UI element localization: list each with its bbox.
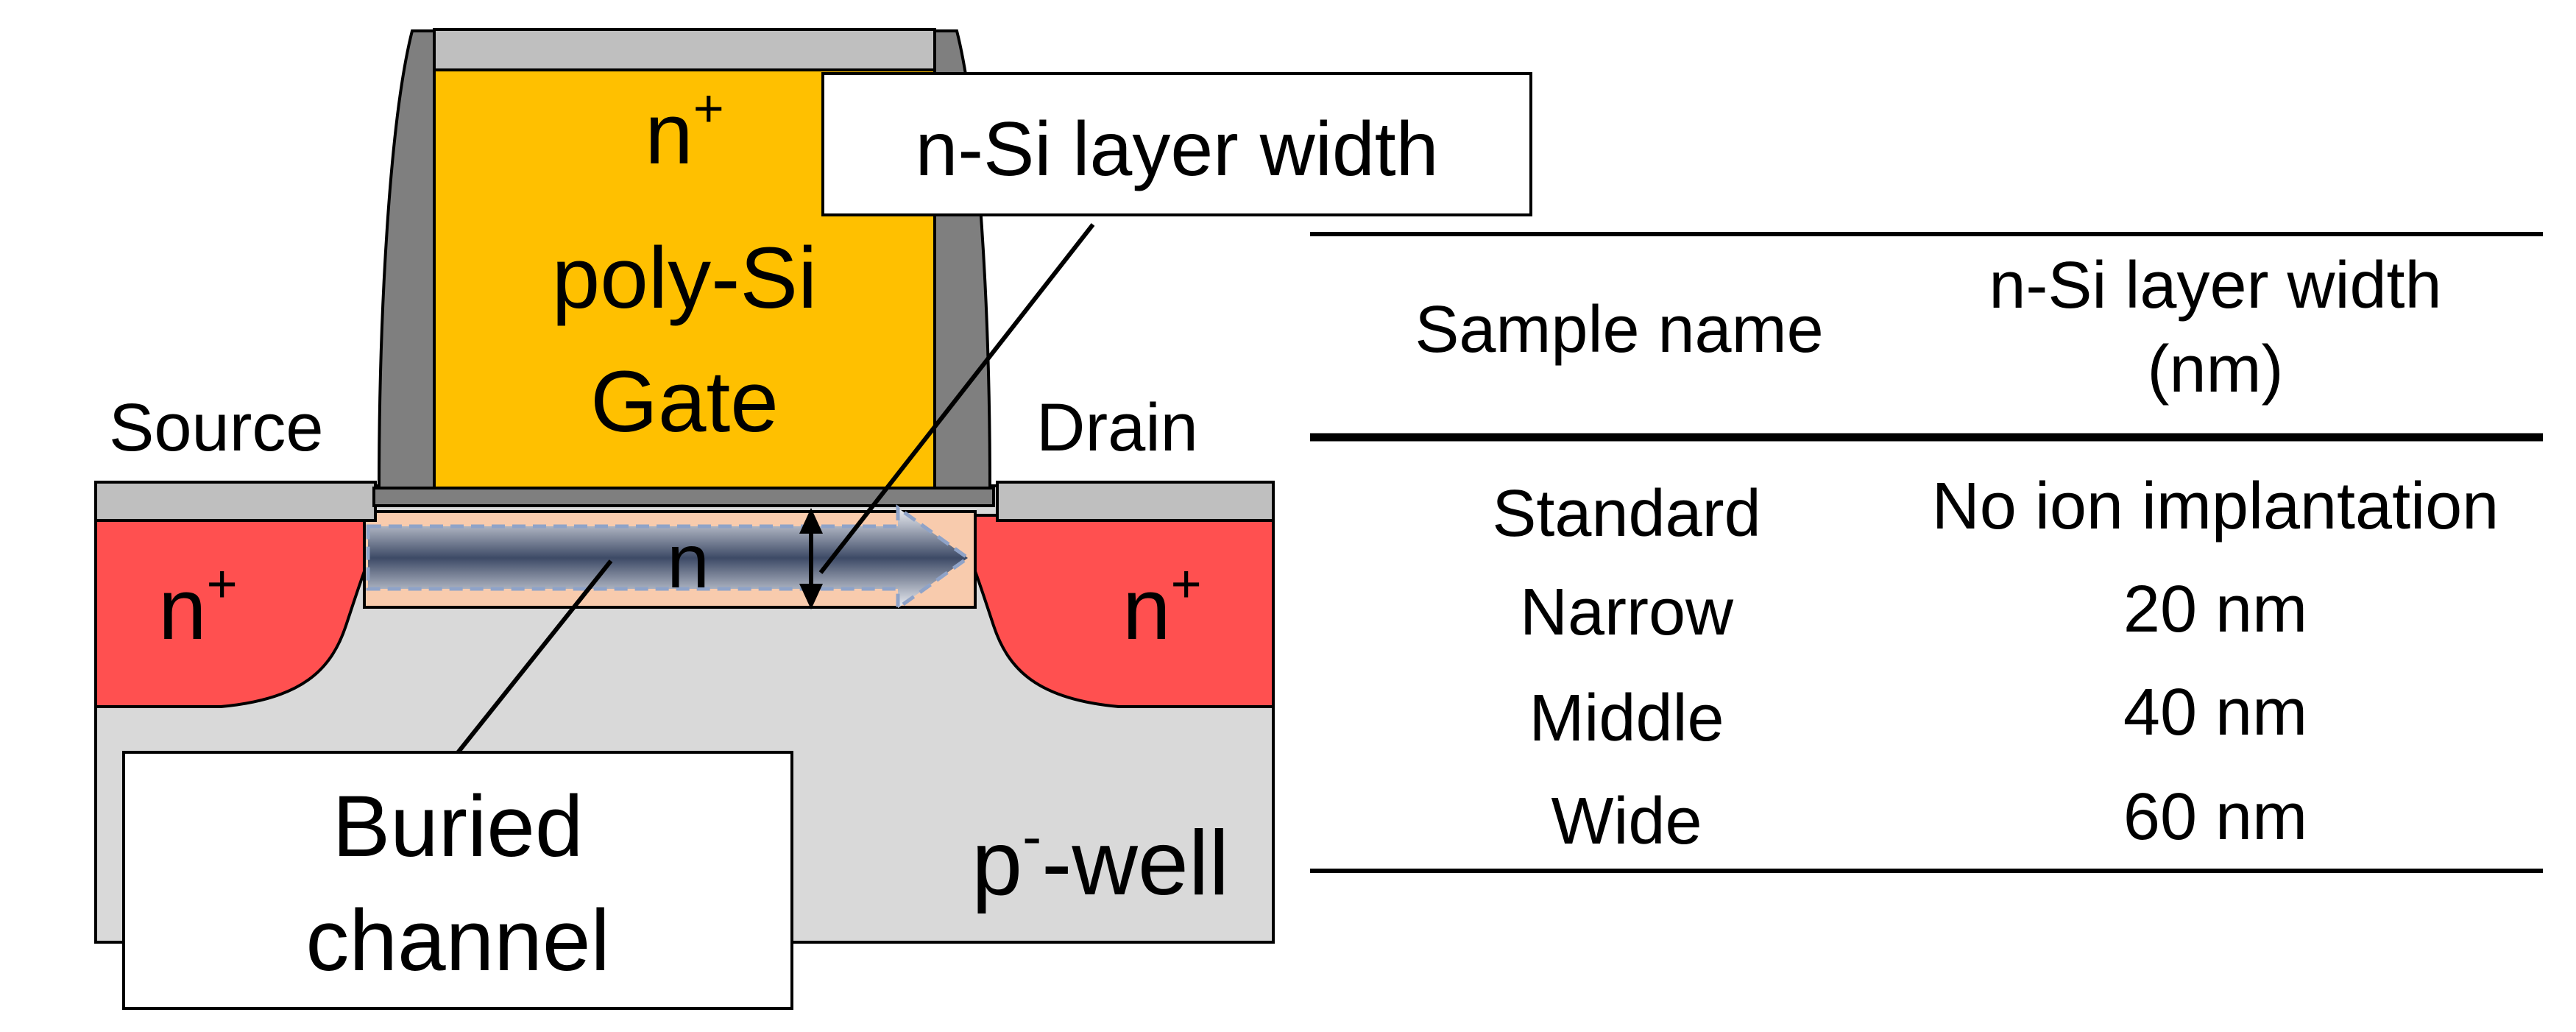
table-row: Narrow 20 nm [1520, 573, 2307, 649]
layer-width-dimension-arrow [799, 508, 823, 609]
n-channel-label: n [667, 519, 710, 604]
left-spacer [377, 29, 436, 490]
buried-callout-line2: channel [305, 892, 609, 989]
row-layer-width: 60 nm [2123, 780, 2307, 854]
width-callout-leader [818, 223, 1095, 574]
width-callout-box: n-Si layer width [821, 72, 1532, 216]
gate-oxide [372, 487, 995, 507]
table-header-sample-name: Sample name [1415, 293, 1823, 367]
device-cross-section: n+ poly-Si Gate Source Drain n+ n+ n p--… [94, 28, 1275, 944]
drain-n-plus-label: n+ [1122, 555, 1202, 658]
source-contact [94, 481, 377, 522]
drain-label: Drain [1036, 390, 1198, 465]
gate-label-line2: poly-Si [552, 230, 818, 327]
row-sample-name: Narrow [1520, 576, 1734, 649]
row-layer-width: 40 nm [2123, 676, 2307, 749]
sample-table: Sample name n-Si layer width (nm) Standa… [1310, 232, 2543, 873]
table-header-width-line2: (nm) [2148, 333, 2284, 406]
row-layer-width: 20 nm [2123, 573, 2307, 646]
buried-callout-line1: Buried [332, 778, 583, 875]
gate-cap [433, 28, 936, 71]
gate-label-line3: Gate [590, 353, 779, 450]
table-row: Wide 60 nm [1551, 780, 2307, 858]
p-well-label: p--well [972, 804, 1229, 914]
gate-label-line1: n+ [645, 79, 724, 183]
source-n-plus-label: n+ [158, 555, 238, 658]
source-label: Source [109, 390, 324, 465]
width-callout-text: n-Si layer width [916, 107, 1439, 192]
drain-contact [996, 481, 1275, 522]
row-layer-width: No ion implantation [1932, 470, 2499, 543]
table-row: Middle 40 nm [1529, 676, 2307, 755]
row-sample-name: Middle [1529, 682, 1724, 755]
buried-channel-callout-box: Buried channel [122, 751, 793, 1010]
table-row: Standard No ion implantation [1492, 470, 2499, 551]
buried-channel-leader [454, 559, 613, 756]
row-sample-name: Standard [1492, 477, 1761, 551]
row-sample-name: Wide [1551, 785, 1702, 858]
table-header-width-line1: n-Si layer width [1989, 249, 2441, 322]
